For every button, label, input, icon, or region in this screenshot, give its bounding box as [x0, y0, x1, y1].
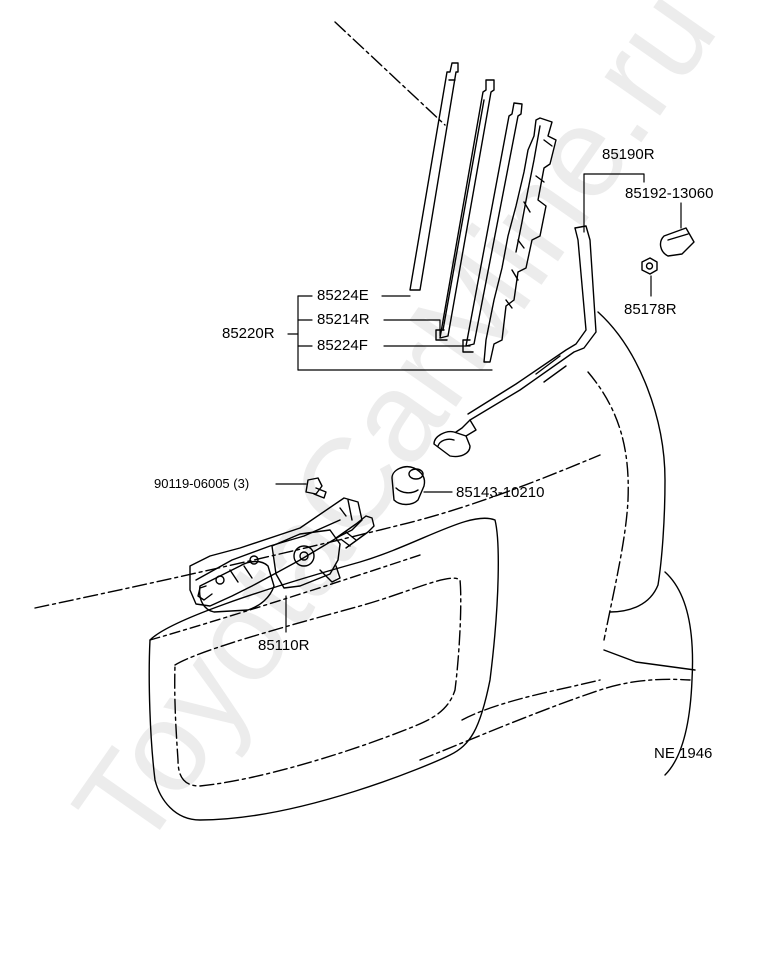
label-motor: 85110R [258, 637, 310, 654]
wiper-arm [433, 225, 597, 458]
grommet [391, 466, 426, 506]
blade-refills [409, 62, 523, 353]
label-grommet: 85143-10210 [456, 484, 545, 501]
blade-assembly [483, 117, 557, 363]
label-blade-refill-f: 85224F [317, 337, 368, 354]
body-outline [34, 21, 696, 821]
label-arm-assembly: 85190R [602, 146, 655, 163]
label-arm-nut: 85178R [624, 301, 677, 318]
label-blade-refill-e: 85224E [317, 287, 369, 304]
wiper-motor [189, 497, 375, 613]
label-blade-refill-r: 85214R [317, 311, 370, 328]
figure-code: NE 1946 [654, 745, 713, 762]
bolt [305, 477, 327, 499]
label-bolt: 90119-06005 (3) [154, 476, 250, 491]
label-blade-assembly: 85220R [222, 325, 275, 342]
arm-cap-nut [641, 227, 695, 275]
leader-lines [275, 173, 682, 633]
label-arm-cap: 85192-13060 [625, 185, 714, 202]
